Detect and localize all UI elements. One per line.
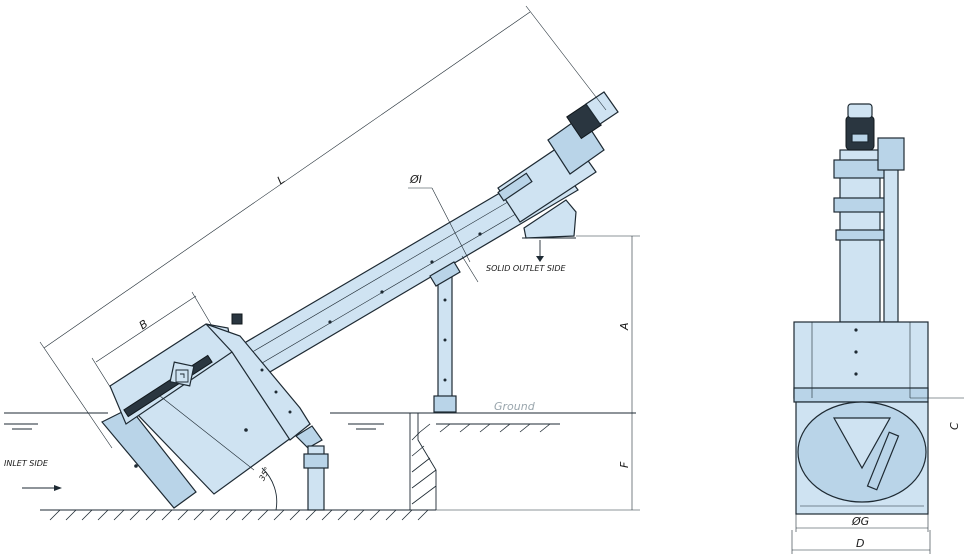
ground-label: Ground (494, 400, 536, 413)
dimension-d (791, 530, 931, 554)
solid-outlet-label: SOLID OUTLET SIDE (486, 264, 566, 273)
solid-outlet-chute (522, 199, 577, 262)
dimension-b (91, 291, 213, 391)
angle-indicator (212, 467, 300, 511)
water-line (4, 412, 412, 430)
dimension-a (576, 235, 640, 413)
lower-support-post (295, 425, 329, 511)
support-leg (429, 261, 461, 413)
inlet-arrow (22, 485, 62, 491)
dimension-diameter-g-label: ØG (851, 515, 869, 528)
dimension-f-label: F (618, 461, 631, 468)
dimension-b-label: B (137, 317, 151, 332)
inlet-basket (101, 313, 311, 509)
inlet-side-label: INLET SIDE (4, 459, 49, 468)
ground-hatching (40, 423, 551, 521)
dimension-c-label: C (948, 422, 961, 430)
dimension-diameter-i (408, 187, 479, 283)
dimension-l (39, 5, 607, 449)
drive-housing (497, 91, 619, 223)
dimension-d-label: D (856, 537, 864, 550)
ground-line (409, 412, 636, 510)
dimension-f (436, 413, 640, 511)
dimension-a-label: A (618, 322, 631, 331)
dimension-l-label: L (275, 173, 287, 187)
angle-label: 35° (257, 466, 272, 483)
dimension-diameter-i-label: ØI (409, 173, 422, 186)
dimension-diameter-g (795, 514, 929, 532)
front-view (793, 103, 964, 515)
